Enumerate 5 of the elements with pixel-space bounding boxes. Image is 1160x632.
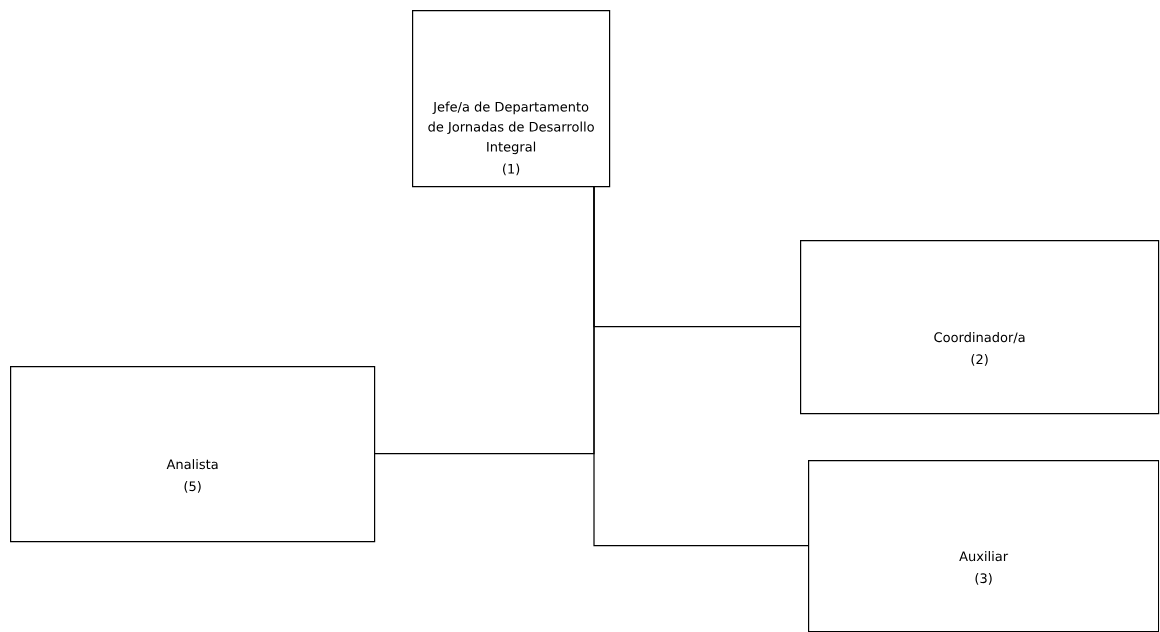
position-box: Jefe/a de Departamento de Jornadas de Desarrollo Integral (1) bbox=[412, 10, 611, 188]
position-box: Auxiliar (3) bbox=[808, 460, 1160, 632]
connector-line bbox=[593, 185, 809, 547]
position-box: Analista (5) bbox=[10, 366, 376, 543]
position-box: Coordinador/a (2) bbox=[800, 240, 1160, 415]
